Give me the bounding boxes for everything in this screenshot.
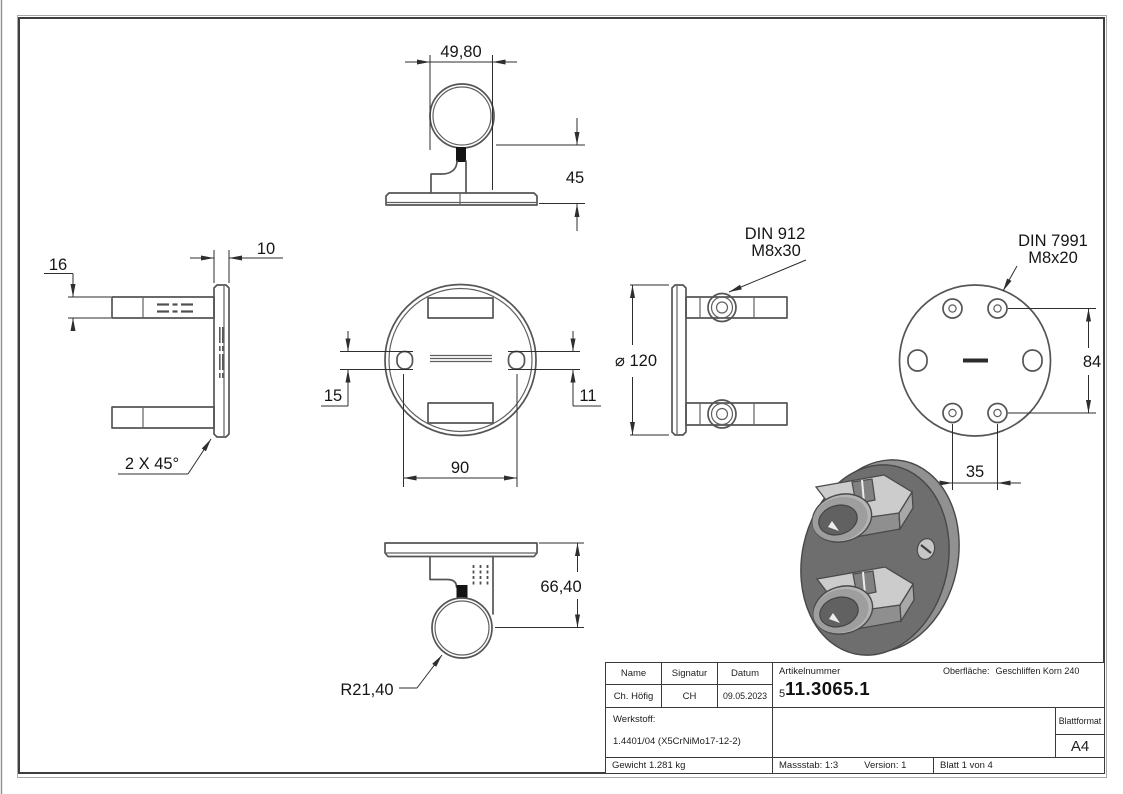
version-value: Version: 1: [864, 760, 907, 771]
material-label: Werkstoff:: [613, 714, 656, 725]
dim-slot-right-label: 11: [579, 387, 596, 405]
dim-height-6640: 66,40: [495, 542, 584, 628]
dim-84-label: 84: [1083, 353, 1101, 371]
surface-value: Geschliffen Korn 240: [995, 666, 1080, 676]
weight-value: Gewicht 1.281 kg: [612, 760, 686, 771]
dim-plate-label: 10: [257, 240, 275, 258]
article-cell: Artikelnummer 511.3065.1 Oberfläche: Gesc…: [772, 662, 1105, 708]
dim-height-45: 45: [496, 118, 585, 231]
sheet-cell: Blatt 1 von 4: [933, 757, 1105, 774]
surface-row: Oberfläche: Geschliffen Korn 240: [943, 666, 1085, 676]
signature-value: CH: [682, 690, 697, 702]
din912-line2: M8x30: [751, 242, 801, 260]
din912-line1: DIN 912: [745, 225, 806, 243]
dim-35-label: 35: [966, 463, 984, 481]
thread-marks: [157, 303, 193, 313]
format-label-cell: Blattformat: [1055, 707, 1105, 735]
title-block: Name Signatur Datum Ch. Höfig CH 09.05.2…: [605, 662, 1105, 774]
format-value: A4: [1070, 737, 1090, 755]
signature-label: Signatur: [671, 668, 708, 679]
dim-arm-label: 16: [49, 256, 67, 274]
article-number: 11.3065.1: [785, 678, 871, 699]
clamp-gap: [456, 147, 466, 162]
hidden-hole-lines: [219, 327, 224, 380]
din7991-callout: DIN 7991 M8x20: [1002, 232, 1088, 292]
hidden-thread-dots: [472, 565, 489, 585]
side-view-right: ⌀ 120 DIN 912 M8x30: [615, 225, 807, 436]
slot-hole-left: [396, 350, 414, 370]
material-cell: Werkstoff: 1.4401/04 (X5CrNiMo17-12-2): [605, 707, 773, 758]
signature-label-cell: Signatur: [661, 662, 718, 685]
chamfer-label: 2 X 45°: [125, 455, 179, 473]
dim-6640-label: 66,40: [540, 578, 581, 596]
iso-screw: [916, 538, 936, 560]
dim-radius-callout: R21,40: [340, 654, 443, 699]
name-label: Name: [620, 668, 647, 679]
dim-spacing-90: 90: [403, 374, 518, 487]
bottom-view: 66,40 R21,40: [340, 542, 584, 699]
socket-screw-bottom: [707, 399, 737, 429]
date-label-cell: Datum: [717, 662, 773, 685]
face-view-right: DIN 7991 M8x20 84 35: [898, 232, 1103, 490]
socket-screw-top: [707, 292, 737, 323]
slot-hole-right: [1022, 349, 1043, 372]
signature-value-cell: CH: [661, 684, 718, 708]
din912-callout: DIN 912 M8x30: [728, 225, 807, 293]
din7991-line1: DIN 7991: [1018, 232, 1088, 250]
dim-spacing-label: 90: [451, 459, 469, 477]
countersunk-holes: [942, 298, 1008, 424]
article-label: Artikelnummer: [779, 666, 841, 677]
dim-width-label: 49,80: [440, 43, 481, 61]
dim-diameter-label: ⌀ 120: [615, 352, 657, 370]
dim-slot-15: 15: [321, 331, 413, 407]
side-view-left: 16 10 2 X 45°: [44, 240, 283, 475]
dim-height-label: 45: [566, 169, 584, 187]
iso-3d-view: [800, 459, 960, 656]
front-view-top: 49,80 45: [385, 43, 585, 231]
format-value-cell: A4: [1055, 734, 1105, 758]
article-number-row: 511.3065.1: [779, 678, 870, 700]
name-value: Ch. Höfig: [613, 690, 654, 702]
sheet-value: Blatt 1 von 4: [940, 760, 993, 771]
empty-cell: [772, 707, 1056, 758]
center-hatch-lines: [430, 354, 492, 363]
date-value: 09.05.2023: [722, 691, 768, 701]
article-prefix: 5: [779, 688, 786, 700]
name-value-cell: Ch. Höfig: [605, 684, 662, 708]
surface-label: Oberfläche:: [943, 666, 990, 676]
dim-slot-left-label: 15: [324, 387, 342, 405]
scale-cell: Massstab: 1:3 Version: 1: [772, 757, 934, 774]
name-label-cell: Name: [605, 662, 662, 685]
din7991-line2: M8x20: [1028, 249, 1078, 267]
dim-radius-label: R21,40: [340, 681, 393, 699]
dim-plate-10: 10: [190, 240, 283, 283]
dim-horizontal-35: 35: [929, 424, 1021, 490]
slot-hole-left: [907, 349, 928, 372]
format-label: Blattformat: [1058, 716, 1102, 726]
dim-width-4980: 49,80: [405, 43, 517, 190]
dim-arm-16: 16: [44, 256, 111, 331]
material-value: 1.4401/04 (X5CrNiMo17-12-2): [613, 736, 741, 747]
clamp-gap: [456, 585, 468, 598]
slot-hole-right: [507, 350, 526, 370]
scale-value: Massstab: 1:3: [779, 760, 839, 771]
date-value-cell: 09.05.2023: [717, 684, 773, 708]
dim-slot-11: 11: [508, 331, 601, 407]
date-label: Datum: [731, 668, 759, 679]
dim-diameter-120: ⌀ 120: [615, 284, 669, 436]
chamfer-callout: 2 X 45°: [118, 438, 212, 475]
weight-cell: Gewicht 1.281 kg: [605, 757, 773, 774]
back-view-center: 15 11 90: [321, 283, 601, 487]
dim-vertical-84: 84: [1008, 308, 1103, 414]
